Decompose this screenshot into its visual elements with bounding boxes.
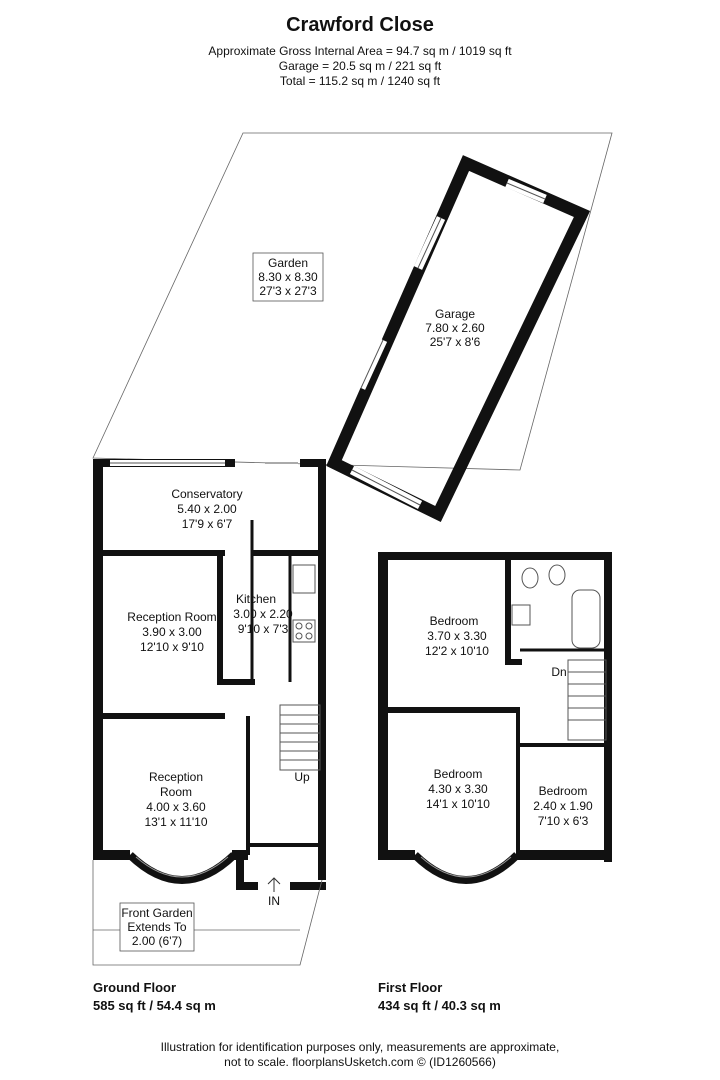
disclaimer-line1: Illustration for identification purposes… — [160, 1040, 560, 1054]
total-area-text: Total = 115.2 sq m / 1240 sq ft — [279, 74, 441, 88]
gross-area-text: Approximate Gross Internal Area = 94.7 s… — [208, 44, 512, 58]
first-stairs — [567, 659, 607, 741]
reception2-name2: Room — [160, 785, 192, 799]
entrance-arrow-icon — [267, 877, 281, 892]
garage-imperial: 25'7 x 8'6 — [430, 335, 481, 349]
reception2-name1: Reception — [149, 770, 203, 784]
front-garden-line3: 2.00 (6'7) — [132, 934, 182, 948]
ground-stairs — [279, 704, 321, 771]
reception1-name: Reception Room — [127, 610, 216, 624]
garden-label: Garden 8.30 x 8.30 27'3 x 27'3 — [252, 252, 324, 302]
front-garden-line1: Front Garden — [121, 906, 192, 920]
first-floor-area: 434 sq ft / 40.3 sq m — [378, 998, 501, 1013]
bedroom2-metric: 4.30 x 3.30 — [428, 782, 488, 796]
reception2-imperial: 13'1 x 11'10 — [144, 815, 207, 829]
garage-name: Garage — [435, 307, 475, 321]
plan-title: Crawford Close — [286, 14, 434, 36]
conservatory-imperial: 17'9 x 6'7 — [182, 517, 233, 531]
reception1-metric: 3.90 x 3.00 — [142, 625, 202, 639]
bedroom3-name: Bedroom — [539, 784, 588, 798]
garden-metric: 8.30 x 8.30 — [258, 270, 318, 284]
bedroom1-label: Bedroom 3.70 x 3.30 12'2 x 10'10 — [425, 614, 489, 658]
kitchen-label: Kitchen 3.00 x 2.20 9'10 x 7'3 — [233, 592, 293, 636]
bedroom2-label: Bedroom 4.30 x 3.30 14'1 x 10'10 — [426, 767, 490, 811]
stairs-down-label: Dn — [551, 665, 566, 679]
conservatory-name: Conservatory — [171, 487, 242, 501]
kitchen-fittings — [292, 564, 316, 643]
reception2-metric: 4.00 x 3.60 — [146, 800, 206, 814]
conservatory-label: Conservatory 5.40 x 2.00 17'9 x 6'7 — [171, 487, 242, 531]
bedroom3-imperial: 7'10 x 6'3 — [538, 814, 589, 828]
front-garden-label: Front Garden Extends To 2.00 (6'7) — [119, 902, 195, 952]
kitchen-name: Kitchen — [236, 592, 276, 606]
garden-outline — [92, 132, 613, 471]
stairs-up-label: Up — [294, 770, 310, 784]
front-garden-line2: Extends To — [127, 920, 186, 934]
garage-area-text: Garage = 20.5 sq m / 221 sq ft — [278, 59, 442, 73]
first-floor-walls — [378, 552, 612, 862]
bathroom-fittings — [511, 564, 601, 649]
disclaimer-line2: not to scale. floorplansUsketch.com © (I… — [224, 1055, 496, 1069]
reception1-imperial: 12'10 x 9'10 — [140, 640, 204, 654]
bedroom1-name: Bedroom — [430, 614, 479, 628]
conservatory-metric: 5.40 x 2.00 — [177, 502, 237, 516]
bedroom2-name: Bedroom — [434, 767, 483, 781]
garage-metric: 7.80 x 2.60 — [425, 321, 485, 335]
garden-label-box — [252, 252, 324, 302]
ground-floor-area: 585 sq ft / 54.4 sq m — [93, 998, 216, 1013]
bedroom1-metric: 3.70 x 3.30 — [427, 629, 487, 643]
garage-walls — [326, 155, 591, 523]
kitchen-imperial: 9'10 x 7'3 — [238, 622, 289, 636]
bedroom3-metric: 2.40 x 1.90 — [533, 799, 593, 813]
bedroom3-label: Bedroom 2.40 x 1.90 7'10 x 6'3 — [533, 784, 593, 828]
front-garden-label-box — [119, 902, 195, 952]
bedroom1-imperial: 12'2 x 10'10 — [425, 644, 489, 658]
reception2-label: Reception Room 4.00 x 3.60 13'1 x 11'10 — [144, 770, 207, 829]
garden-name: Garden — [268, 256, 308, 270]
garage-label: Garage 7.80 x 2.60 25'7 x 8'6 — [425, 307, 485, 349]
bedroom2-imperial: 14'1 x 10'10 — [426, 797, 490, 811]
reception1-label: Reception Room 3.90 x 3.00 12'10 x 9'10 — [127, 610, 216, 654]
entrance-label: IN — [268, 894, 280, 908]
kitchen-metric: 3.00 x 2.20 — [233, 607, 293, 621]
ground-bay-window — [127, 852, 237, 884]
garden-imperial: 27'3 x 27'3 — [259, 284, 317, 298]
first-bay-window — [412, 852, 520, 884]
first-floor-name: First Floor — [378, 980, 443, 995]
ground-floor-name: Ground Floor — [93, 980, 177, 995]
